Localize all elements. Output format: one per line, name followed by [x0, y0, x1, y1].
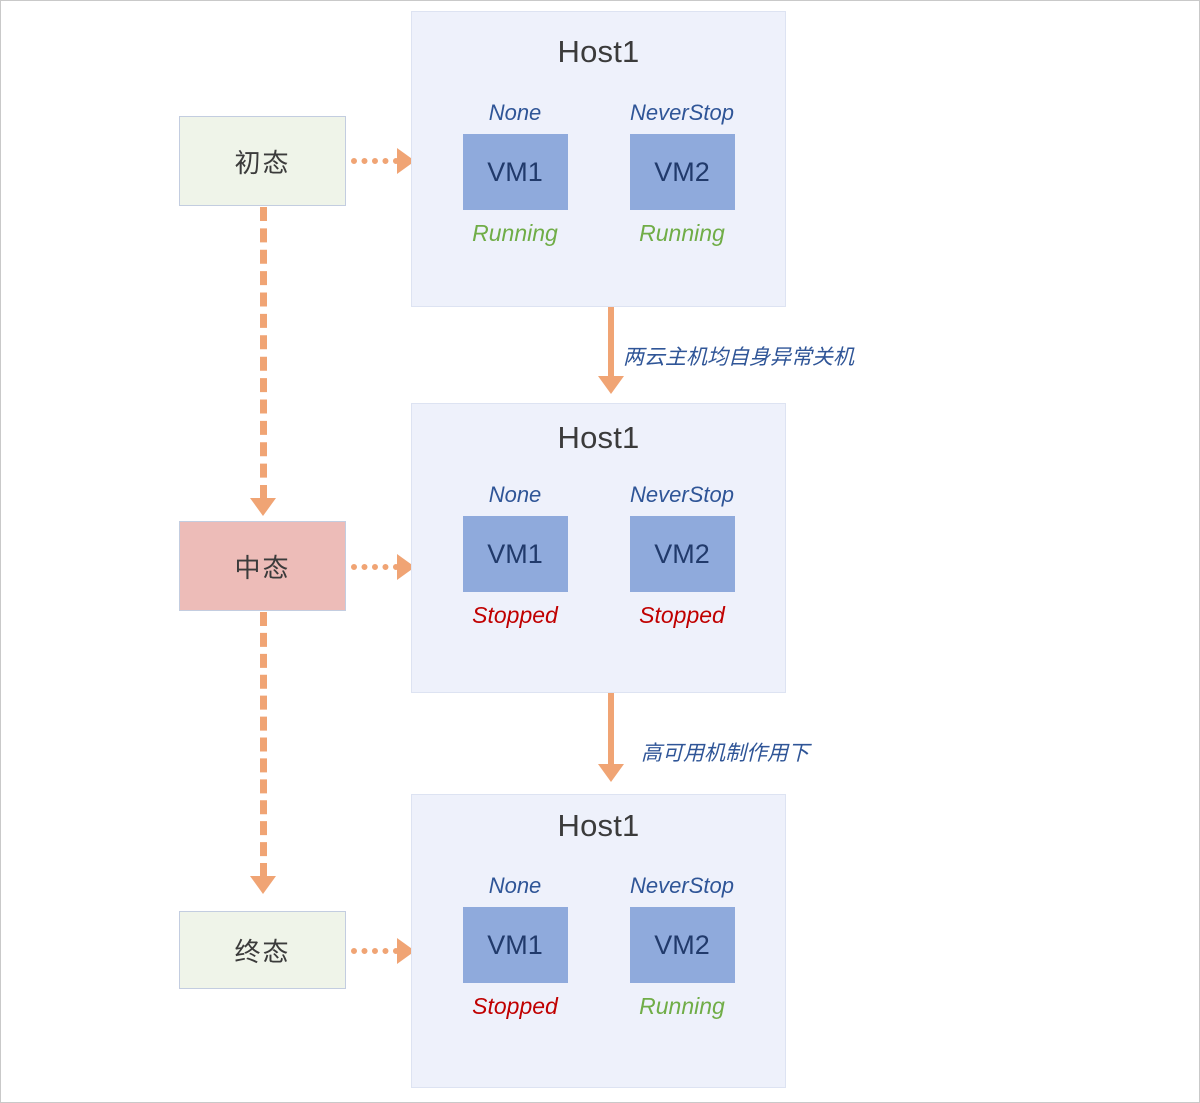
state-label-initial: 初态 [234, 147, 291, 178]
arrowhead-panel2-to-panel3 [598, 764, 624, 782]
vm-group-3-1: None VM1 Stopped [440, 873, 590, 1019]
vm-name-1-2: VM2 [654, 156, 710, 187]
host-title-2: Host1 [557, 420, 640, 455]
connector-final-to-panel3 [351, 948, 399, 954]
connector-initial-to-middle [260, 207, 267, 499]
host-title-3: Host1 [557, 808, 640, 843]
vm-state-3-2: Running [639, 993, 725, 1019]
state-box-initial[interactable]: 初态 [179, 116, 346, 206]
connector-initial-to-panel1 [351, 158, 399, 164]
vm-state-3-1: Stopped [472, 993, 558, 1019]
arrowhead-middle-to-panel2 [397, 554, 415, 580]
vm-group-2-2: NeverStop VM2 Stopped [607, 482, 757, 628]
connector-middle-to-final [260, 612, 267, 877]
vm-policy-2-2: NeverStop [630, 482, 734, 507]
vm-state-2-1: Stopped [472, 602, 558, 628]
vm-box-3-2[interactable]: VM2 [629, 907, 735, 983]
vm-name-2-1: VM1 [487, 538, 543, 569]
host-title-1: Host1 [557, 34, 640, 69]
vm-box-2-1[interactable]: VM1 [462, 516, 568, 592]
vm-group-1-2: NeverStop VM2 Running [607, 100, 757, 246]
vm-policy-1-1: None [488, 100, 542, 125]
state-box-middle[interactable]: 中态 [179, 521, 346, 611]
arrowhead-panel1-to-panel2 [598, 376, 624, 394]
connector-middle-to-panel2 [351, 564, 399, 570]
state-label-final: 终态 [234, 936, 291, 967]
arrowhead-initial-to-panel1 [397, 148, 415, 174]
arrowhead-middle-to-final [250, 876, 276, 894]
vm-group-2-1: None VM1 Stopped [440, 482, 590, 628]
vm-box-3-1[interactable]: VM1 [462, 907, 568, 983]
state-label-middle: 中态 [234, 552, 291, 583]
transition-label-1: 两云主机均自身异常关机 [623, 346, 854, 369]
vm-name-2-2: VM2 [654, 538, 710, 569]
vm-name-1-1: VM1 [487, 156, 543, 187]
vm-group-1-1: None VM1 Running [440, 100, 590, 246]
connector-panel2-to-panel3 [608, 693, 614, 765]
vm-name-3-2: VM2 [654, 929, 710, 960]
arrowhead-final-to-panel3 [397, 938, 415, 964]
state-box-final[interactable]: 终态 [179, 911, 346, 989]
vm-state-1-1: Running [472, 220, 558, 246]
vm-group-3-2: NeverStop VM2 Running [607, 873, 757, 1019]
vm-box-1-2[interactable]: VM2 [629, 134, 735, 210]
vm-name-3-1: VM1 [487, 929, 543, 960]
connector-panel1-to-panel2 [608, 307, 614, 377]
transition-label-2: 高可用机制作用下 [641, 742, 809, 765]
vm-policy-2-1: None [488, 482, 542, 507]
vm-policy-3-1: None [488, 873, 542, 898]
vm-policy-3-2: NeverStop [630, 873, 734, 898]
vm-state-1-2: Running [639, 220, 725, 246]
vm-state-2-2: Stopped [639, 602, 725, 628]
host-panel-3: Host1 None VM1 Stopped NeverStop VM2 Run… [411, 794, 786, 1088]
vm-box-1-1[interactable]: VM1 [462, 134, 568, 210]
vm-box-2-2[interactable]: VM2 [629, 516, 735, 592]
host-panel-1: Host1 None VM1 Running NeverStop VM2 Run… [411, 11, 786, 307]
arrowhead-initial-to-middle [250, 498, 276, 516]
host-panel-2: Host1 None VM1 Stopped NeverStop VM2 Sto… [411, 403, 786, 693]
vm-policy-1-2: NeverStop [630, 100, 734, 125]
